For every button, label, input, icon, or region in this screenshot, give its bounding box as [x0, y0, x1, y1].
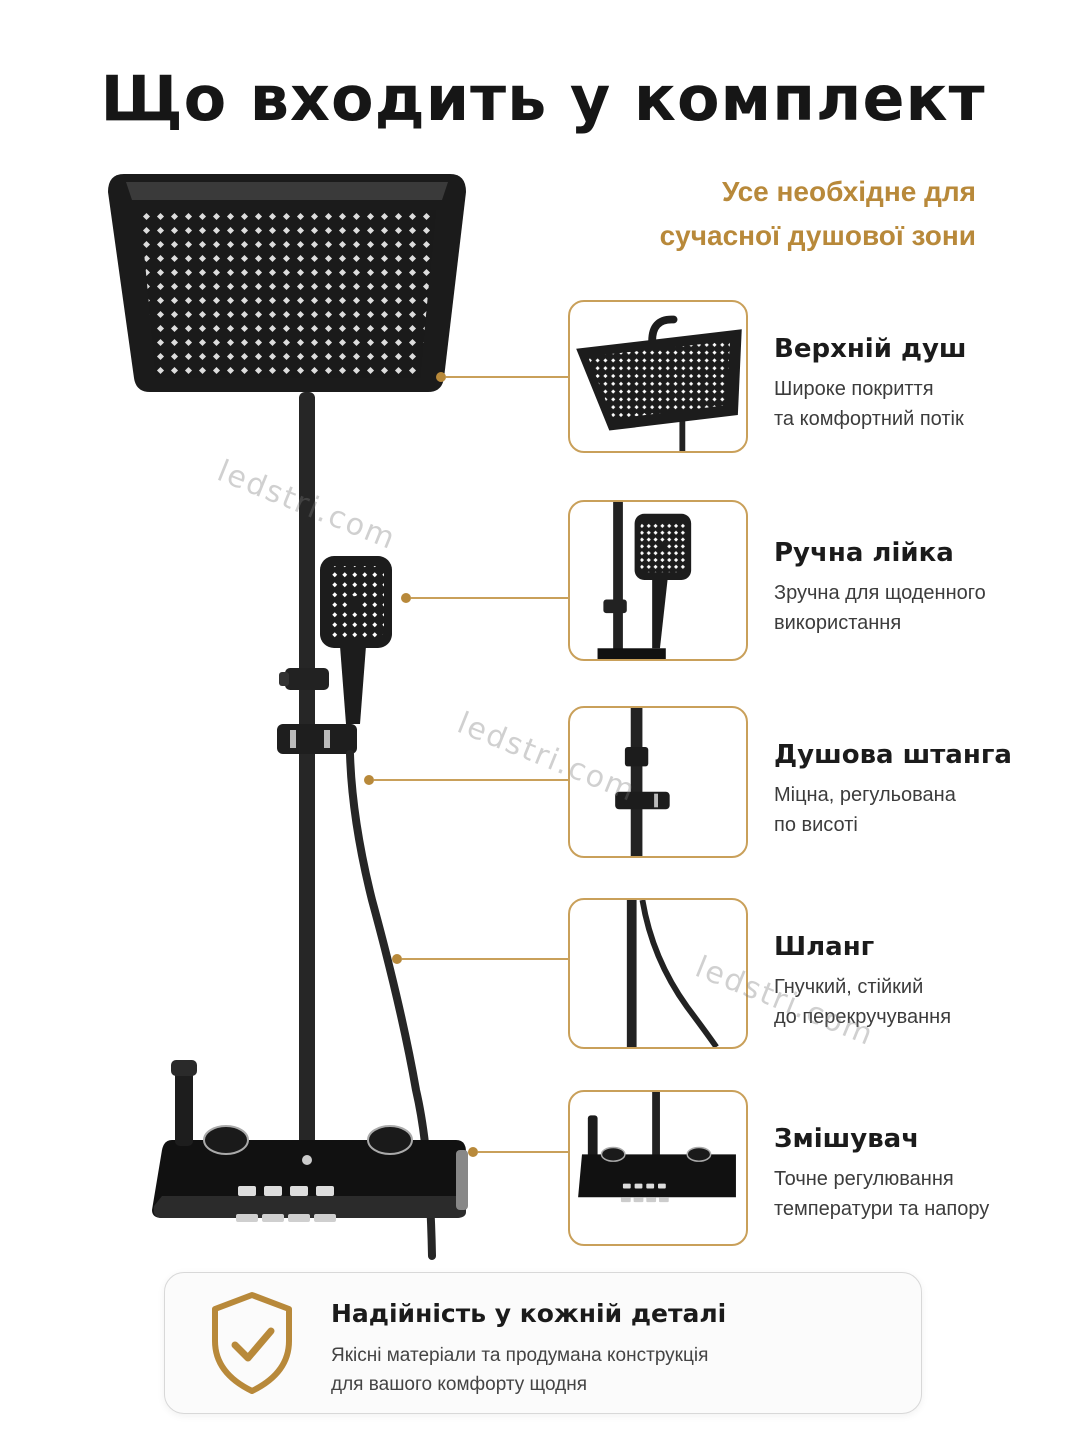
feature-hand-shower: Ручна лійка Зручна для щоденного викорис… — [774, 538, 1074, 638]
feature-title: Душова штанга — [774, 740, 1012, 770]
card-mixer — [568, 1090, 748, 1246]
shield-check-icon — [212, 1292, 292, 1394]
connector-line-bar — [374, 779, 568, 781]
feature-title: Верхній душ — [774, 334, 967, 364]
top-shower-thumbnail — [576, 315, 742, 451]
banner-desc: Якісні матеріали та продумана конструкці… — [331, 1345, 709, 1395]
feature-desc: Міцна, регульована по висоті — [774, 784, 956, 836]
hand-shower-thumbnail — [597, 502, 692, 659]
card-hose — [568, 898, 748, 1049]
shower-bar-thumbnail — [615, 708, 670, 856]
page-title: Що входить у комплект — [100, 62, 986, 135]
connector-line-hose — [402, 958, 568, 960]
feature-title: Змішувач — [774, 1124, 920, 1154]
feature-desc: Зручна для щоденного використання — [774, 582, 986, 634]
connector-dot-mixer — [468, 1147, 478, 1157]
feature-title: Шланг — [774, 932, 875, 962]
feature-top-shower: Верхній душ Широке покриття та комфортни… — [774, 334, 1074, 434]
connector-line-top-shower — [446, 376, 568, 378]
feature-desc: Гнучкий, стійкий до перекручування — [774, 976, 952, 1028]
connector-line-mixer — [478, 1151, 568, 1153]
feature-desc: Широке покриття та комфортний потік — [774, 378, 964, 430]
connector-dot-bar — [364, 775, 374, 785]
connector-dot-hand-shower — [401, 593, 411, 603]
card-hand-shower — [568, 500, 748, 661]
feature-title: Ручна лійка — [774, 538, 954, 568]
mixer-thumbnail — [578, 1092, 736, 1203]
card-shower-bar — [568, 706, 748, 858]
connector-line-hand-shower — [411, 597, 568, 599]
feature-desc: Точне регулювання температури та напору — [774, 1168, 990, 1220]
connector-dot-hose — [392, 954, 402, 964]
connector-dot-top-shower — [436, 372, 446, 382]
page-subtitle: Усе необхідне для сучасної душової зони — [659, 176, 976, 251]
shower-system-image — [108, 174, 468, 1260]
feature-hose: Шланг Гнучкий, стійкий до перекручування — [774, 932, 1074, 1032]
feature-shower-bar: Душова штанга Міцна, регульована по висо… — [774, 740, 1074, 840]
reliability-banner: Надійність у кожній деталі Якісні матері… — [164, 1272, 922, 1414]
hose-thumbnail — [626, 900, 719, 1047]
feature-mixer: Змішувач Точне регулювання температури т… — [774, 1124, 1074, 1224]
banner-title: Надійність у кожній деталі — [331, 1299, 727, 1328]
card-top-shower — [568, 300, 748, 453]
